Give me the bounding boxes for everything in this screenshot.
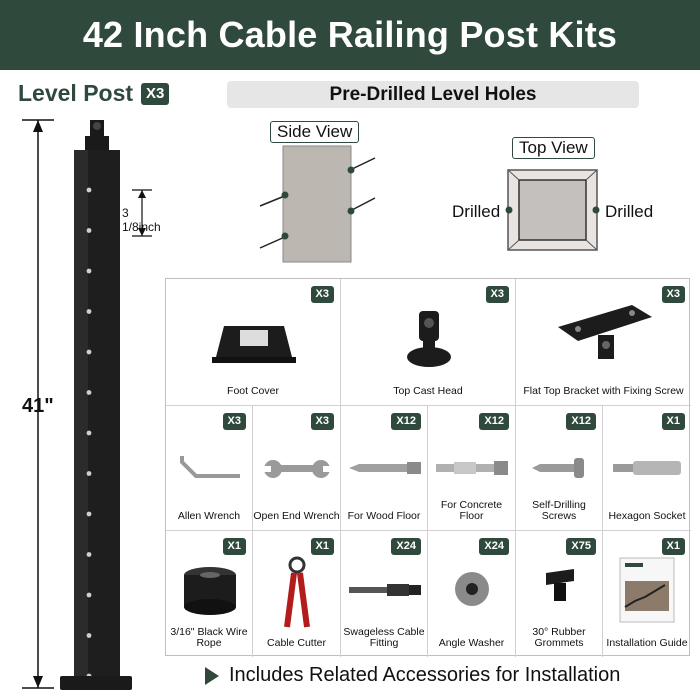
qty-badge: X24 bbox=[391, 538, 421, 556]
post-hole bbox=[86, 471, 92, 476]
side-view-drawing bbox=[259, 145, 376, 263]
rubber-grommet-icon bbox=[546, 569, 574, 601]
post-hole bbox=[86, 187, 92, 193]
qty-badge: X12 bbox=[566, 413, 596, 431]
swageless-fitting-icon bbox=[349, 584, 421, 596]
installation-guide-icon bbox=[619, 557, 675, 623]
item-hexagon-socket: X1 Hexagon Socket bbox=[603, 406, 691, 531]
qty-badge: X1 bbox=[310, 538, 334, 556]
level-post-heading: Level Post X3 bbox=[18, 80, 170, 107]
header-banner: 42 Inch Cable Railing Post Kits bbox=[0, 0, 700, 70]
post-hole bbox=[86, 592, 92, 598]
item-label: For Wood Floor bbox=[347, 510, 421, 522]
wood-screw-icon bbox=[349, 462, 421, 474]
side-view-label: Side View bbox=[270, 121, 360, 143]
qty-badge: X24 bbox=[479, 538, 509, 556]
item-label: Self-Drilling Screws bbox=[532, 499, 586, 522]
item-label: Open End Wrench bbox=[253, 510, 340, 522]
item-label: Allen Wrench bbox=[177, 510, 241, 522]
accessories-grid: X3 Foot Cover X3 Top Cast Head X3 Flat T… bbox=[165, 278, 691, 657]
qty-badge: X1 bbox=[661, 538, 685, 556]
qty-badge: X3 bbox=[310, 286, 334, 304]
qty-badge: X3 bbox=[310, 413, 334, 431]
item-angle-washer: X24 Angle Washer bbox=[428, 531, 516, 657]
qty-badge: X3 bbox=[222, 413, 246, 431]
concrete-anchor-icon bbox=[436, 461, 508, 475]
item-open-end-wrench: X3 Open End Wrench bbox=[253, 406, 341, 531]
qty-badge: X1 bbox=[222, 538, 246, 556]
post-hole bbox=[86, 228, 92, 233]
level-post-qty-badge: X3 bbox=[141, 82, 170, 105]
footer-text: Includes Related Accessories for Install… bbox=[229, 664, 621, 686]
item-label: Top Cast Head bbox=[393, 385, 463, 397]
post-illustration: 41" 3 1/8inch bbox=[0, 110, 170, 700]
item-label: Flat Top Bracket with Fixing Screw bbox=[523, 385, 684, 397]
open-end-wrench-icon bbox=[263, 460, 331, 478]
item-wire-rope: X1 3/16" Black Wire Rope bbox=[166, 531, 253, 657]
item-label: Angle Washer bbox=[438, 637, 505, 649]
predrilled-title: Pre-Drilled Level Holes bbox=[329, 83, 537, 105]
item-concrete-floor-anchor: X12 For Concrete Floor bbox=[428, 406, 516, 531]
hexagon-socket-icon bbox=[613, 461, 681, 475]
predrilled-title-bar: Pre-Drilled Level Holes bbox=[227, 81, 639, 108]
item-label: Installation Guide bbox=[606, 637, 688, 649]
post-hole bbox=[86, 349, 92, 355]
post-hole bbox=[86, 633, 92, 638]
item-label: For Concrete Floor bbox=[440, 499, 503, 522]
item-allen-wrench: X3 Allen Wrench bbox=[166, 406, 253, 531]
qty-badge: X12 bbox=[479, 413, 509, 431]
item-top-cast-head: X3 Top Cast Head bbox=[341, 279, 516, 406]
qty-badge: X75 bbox=[566, 538, 596, 556]
foot-cover-icon bbox=[212, 326, 296, 363]
post-hole bbox=[86, 309, 92, 314]
item-foot-cover: X3 Foot Cover bbox=[166, 279, 341, 406]
drilled-left-label: Drilled bbox=[452, 202, 501, 221]
flat-top-bracket-icon bbox=[558, 305, 652, 359]
wire-rope-icon bbox=[184, 567, 236, 615]
top-view-drawing bbox=[505, 169, 600, 251]
item-installation-guide: X1 Installation Guide bbox=[603, 531, 691, 657]
post-height-label: 41" bbox=[22, 395, 54, 417]
item-label: Cable Cutter bbox=[267, 637, 326, 649]
item-label: 30° Rubber Grommets bbox=[532, 626, 586, 649]
post-hole bbox=[86, 511, 92, 517]
top-view-label: Top View bbox=[512, 137, 595, 159]
cable-cutter-icon bbox=[284, 556, 310, 628]
item-swageless-fitting: X24 Swageless Cable Fitting bbox=[341, 531, 428, 657]
qty-badge: X3 bbox=[661, 286, 685, 304]
post-hole bbox=[86, 552, 92, 557]
hole-spacing-label: 3 1/8inch bbox=[122, 206, 161, 234]
item-flat-top-bracket: X3 Flat Top Bracket with Fixing Screw bbox=[516, 279, 691, 406]
angle-washer-icon bbox=[455, 572, 489, 606]
allen-wrench-icon bbox=[180, 456, 240, 478]
page-title: 42 Inch Cable Railing Post Kits bbox=[82, 14, 618, 55]
qty-badge: X3 bbox=[485, 286, 509, 304]
self-drilling-screw-icon bbox=[532, 458, 584, 478]
item-rubber-grommets: X75 30° Rubber Grommets bbox=[516, 531, 603, 657]
footer-note: Includes Related Accessories for Install… bbox=[205, 664, 620, 687]
post-hole bbox=[86, 390, 92, 395]
qty-badge: X1 bbox=[661, 413, 685, 431]
top-cast-head-icon bbox=[407, 311, 451, 367]
item-cable-cutter: X1 Cable Cutter bbox=[253, 531, 341, 657]
item-label: Hexagon Socket bbox=[608, 510, 686, 522]
qty-badge: X12 bbox=[391, 413, 421, 431]
post-drawing bbox=[22, 119, 152, 690]
item-label: 3/16" Black Wire Rope bbox=[170, 626, 248, 649]
drilled-right-label: Drilled bbox=[605, 202, 654, 221]
item-wood-floor-screw: X12 For Wood Floor bbox=[341, 406, 428, 531]
item-self-drilling-screws: X12 Self-Drilling Screws bbox=[516, 406, 603, 531]
item-label: Foot Cover bbox=[227, 385, 279, 397]
post-hole bbox=[86, 430, 92, 436]
item-label: Swageless Cable Fitting bbox=[343, 626, 425, 649]
play-triangle-icon bbox=[205, 666, 219, 685]
level-post-label: Level Post bbox=[18, 80, 134, 106]
post-hole bbox=[86, 268, 92, 274]
